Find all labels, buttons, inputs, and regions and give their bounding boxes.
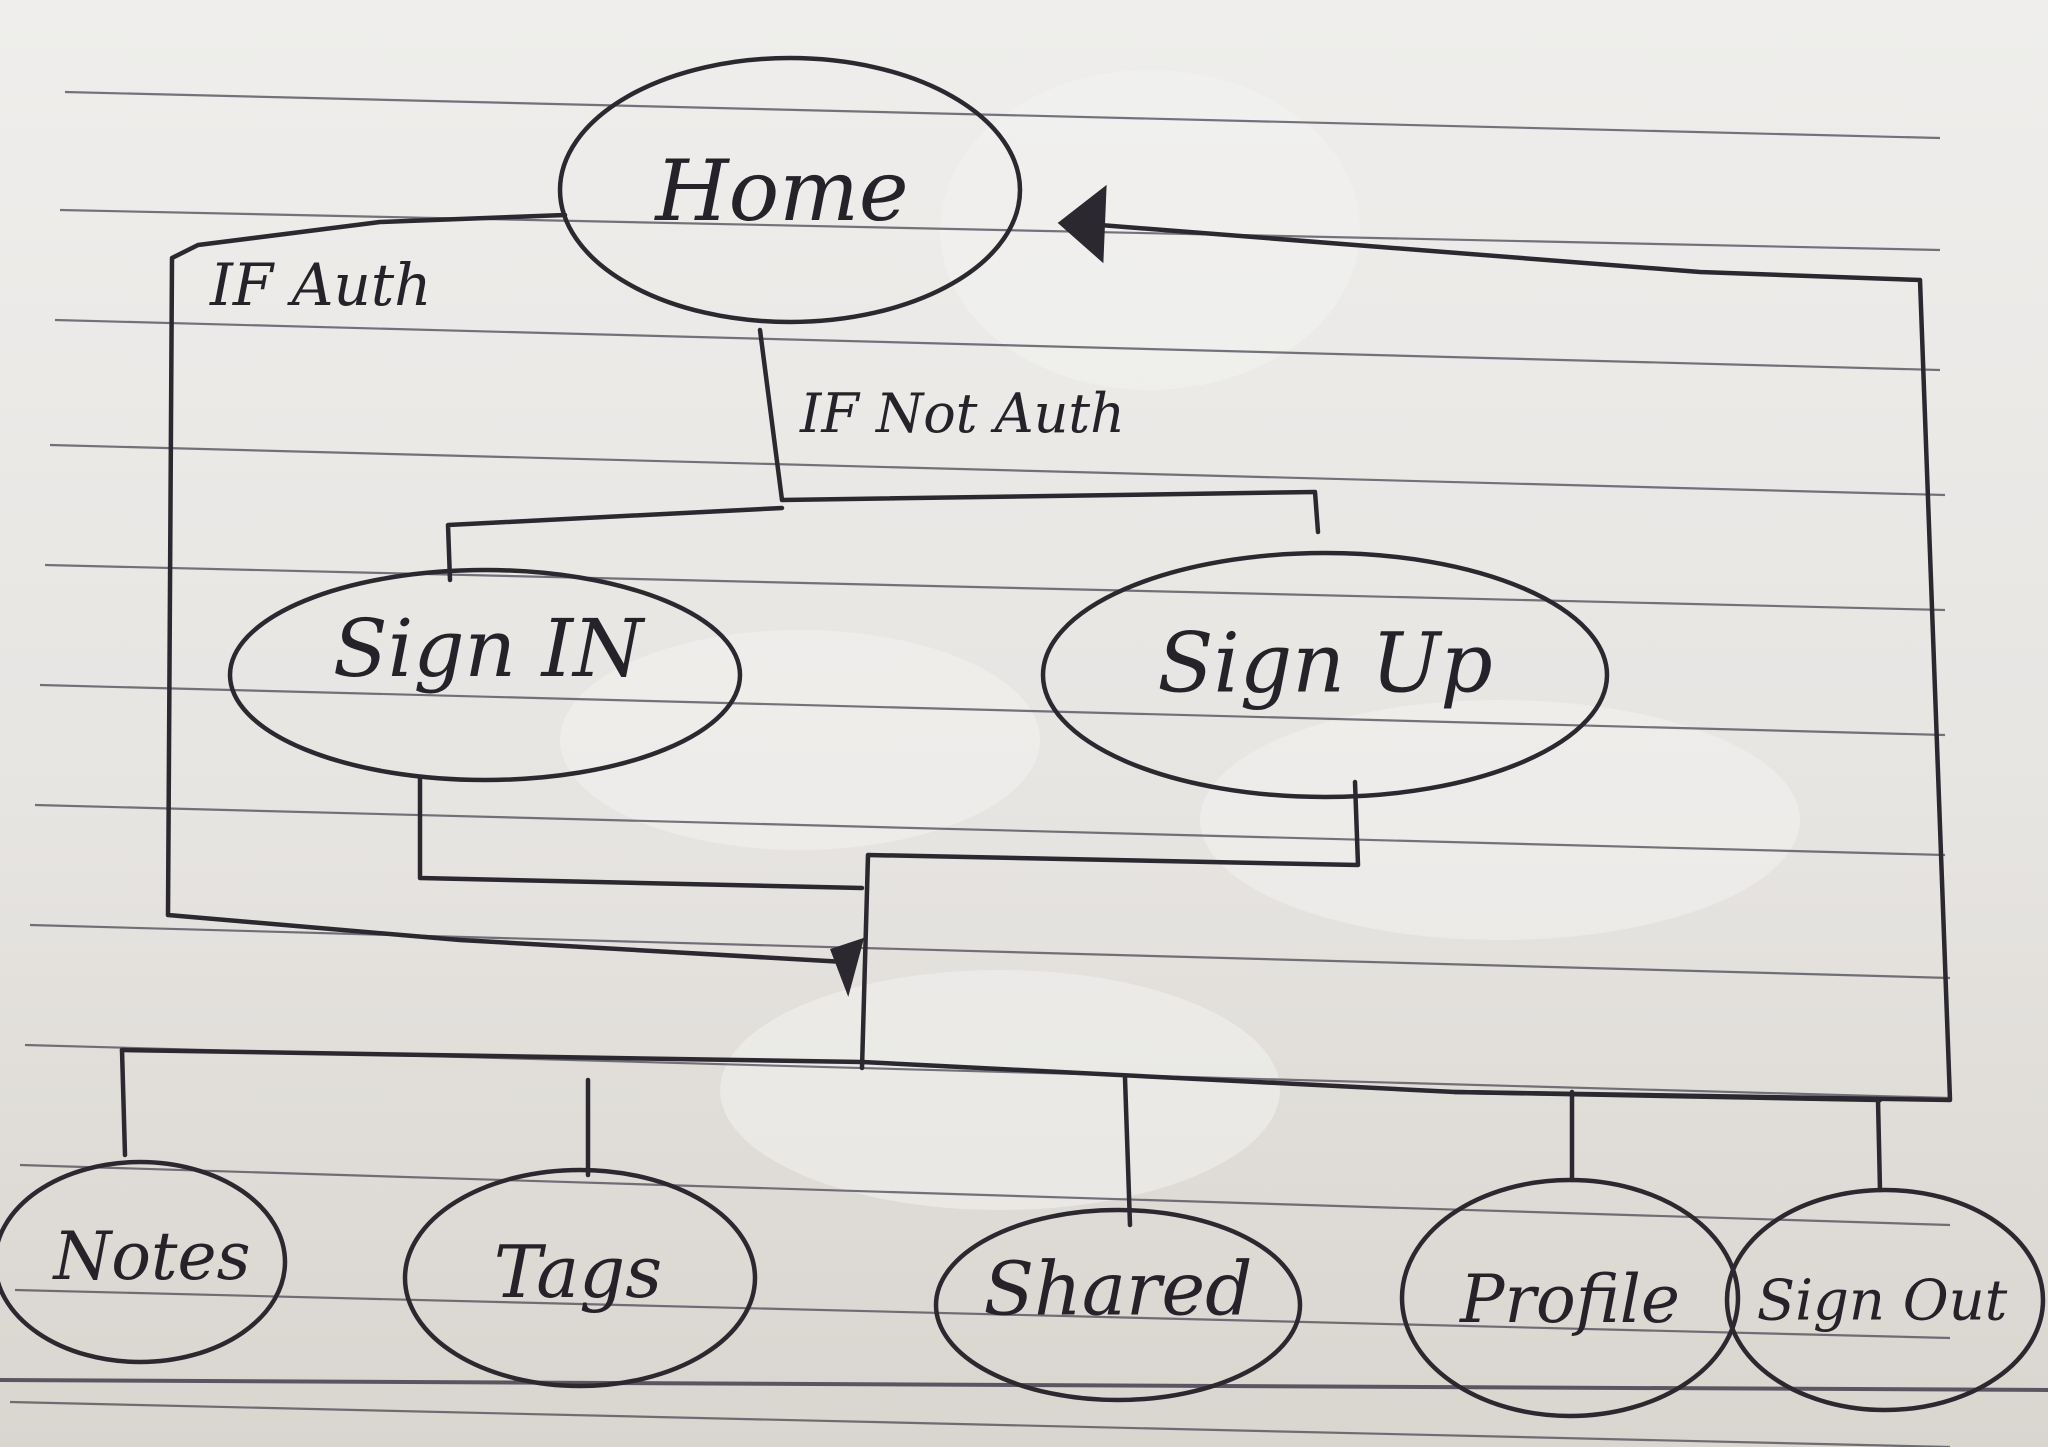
page-bleed-through bbox=[560, 70, 1800, 1210]
edge-sign-in-to-hub bbox=[417, 775, 865, 891]
node-sign-out-label: Sign Out bbox=[1757, 1269, 2008, 1334]
node-notes-label: Notes bbox=[52, 1218, 251, 1295]
node-shared: Shared bbox=[933, 1207, 1303, 1403]
node-profile-label: Profile bbox=[1459, 1261, 1680, 1338]
node-tags: Tags bbox=[402, 1167, 758, 1389]
notebook-ruling bbox=[0, 90, 2048, 1447]
arrowhead-home-icon bbox=[1057, 184, 1107, 264]
node-shared-label: Shared bbox=[983, 1246, 1252, 1332]
arrowhead-hub-icon bbox=[830, 937, 865, 997]
node-sign-in-label: Sign IN bbox=[333, 602, 646, 695]
edge-if-auth bbox=[165, 212, 848, 965]
edge-distribution-bus bbox=[119, 1047, 1883, 1103]
node-sign-out: Sign Out bbox=[1724, 1187, 2046, 1413]
node-tags-label: Tags bbox=[494, 1230, 662, 1314]
node-home: Home bbox=[557, 55, 1023, 325]
edge-to-notes bbox=[119, 1047, 128, 1158]
node-home-label: Home bbox=[653, 142, 908, 240]
edge-to-sign-out bbox=[1875, 1097, 1883, 1193]
edge-label-if-not-auth: IF Not Auth bbox=[799, 382, 1125, 445]
node-profile: Profile bbox=[1399, 1177, 1741, 1419]
node-notes: Notes bbox=[0, 1159, 288, 1365]
node-sign-in: Sign IN bbox=[227, 567, 743, 783]
node-sign-up: Sign Up bbox=[1040, 550, 1610, 800]
edge-branch-to-sign-in bbox=[445, 505, 785, 583]
edge-to-shared bbox=[1122, 1075, 1133, 1228]
node-sign-up-label: Sign Up bbox=[1157, 617, 1492, 712]
edge-sign-up-to-hub bbox=[859, 779, 1361, 1071]
edge-home-to-auth-branch bbox=[757, 327, 1321, 535]
edge-label-if-auth: IF Auth bbox=[209, 251, 432, 319]
